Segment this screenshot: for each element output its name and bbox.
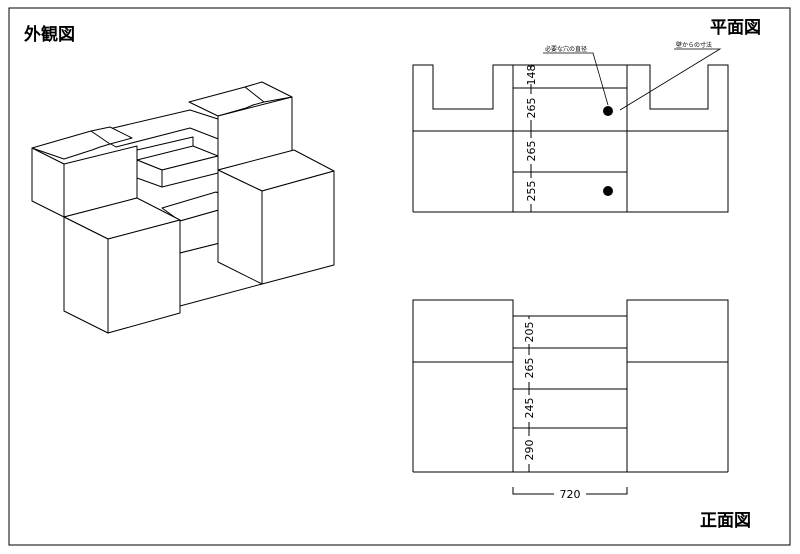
plan-dim-bg-1 [524, 68, 538, 84]
plan-dim-2: 265 [525, 98, 538, 119]
sheet-border [8, 7, 791, 546]
front-width-dim: 720 [560, 488, 581, 501]
plan-dim-3: 265 [525, 141, 538, 162]
iso-left-u-side [31, 147, 65, 218]
front-dim-bg-2 [522, 355, 536, 382]
plan-view: 必要な穴の直径 壁からの寸法 148 265 265 255 [412, 41, 729, 213]
front-width-bg [554, 487, 586, 501]
plan-dim-bg-4 [524, 178, 538, 204]
front-title: 正面図 [700, 511, 751, 531]
front-dim-2: 265 [523, 358, 536, 379]
front-view: 205 265 245 290 720 [412, 299, 729, 501]
iso-right-block-front [261, 170, 335, 285]
plan-dim-leader [619, 48, 722, 111]
iso-left-block-front [107, 219, 181, 334]
plan-right-outline [413, 64, 729, 213]
plan-title: 平面図 [710, 18, 761, 38]
front-dim-bg-1 [522, 319, 536, 344]
front-left-block [412, 299, 514, 472]
front-dim-bg-3 [522, 395, 536, 422]
front-right-block [626, 299, 729, 472]
plan-hole-leader [543, 52, 609, 106]
plan-note-dims: 壁からの寸法 [676, 41, 712, 49]
isometric-view [31, 81, 335, 334]
plan-dim-ticks [527, 64, 535, 213]
plan-hole-2 [603, 186, 613, 196]
plan-dim-4: 255 [525, 181, 538, 202]
plan-dim-bg-3 [524, 138, 538, 164]
plan-note-hole: 必要な穴の直径 [545, 45, 587, 53]
iso-left-u-notch [90, 126, 133, 145]
front-dim-bg-4 [522, 436, 536, 464]
front-dim-ticks [525, 315, 533, 473]
plan-dim-1: 148 [525, 65, 538, 86]
iso-title: 外観図 [24, 24, 75, 45]
front-dim-4: 290 [523, 440, 536, 461]
plan-left-outline [412, 64, 513, 212]
plan-dim-bg-2 [524, 94, 538, 120]
plan-hole-1 [603, 106, 613, 116]
front-dim-1: 205 [523, 322, 536, 343]
front-dim-3: 245 [523, 398, 536, 419]
